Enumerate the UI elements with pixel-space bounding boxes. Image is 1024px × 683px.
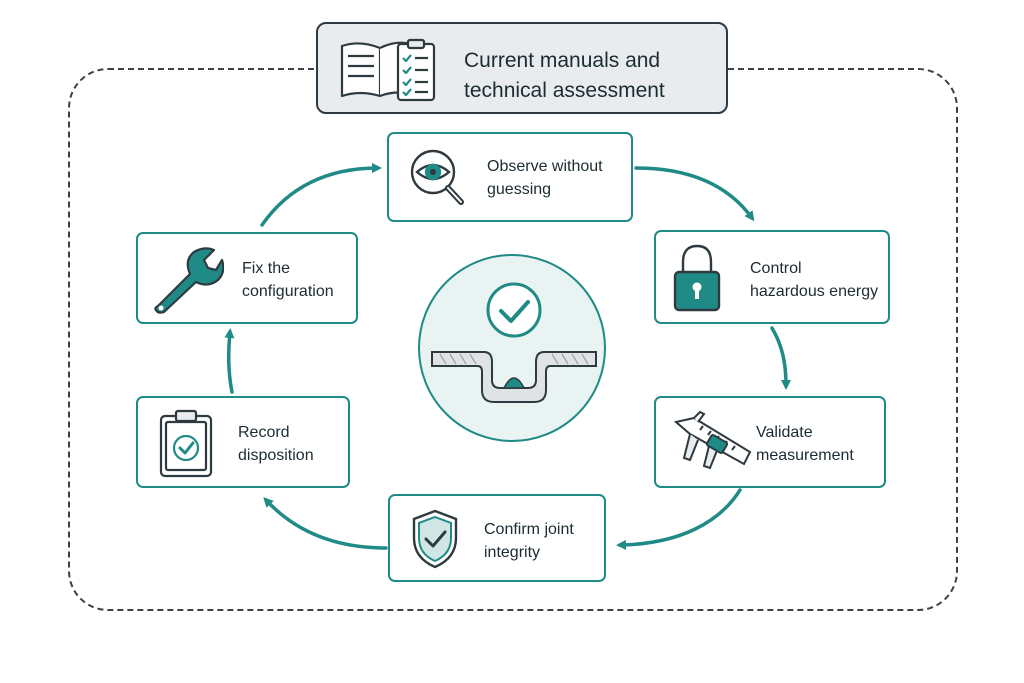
- manual-checklist-icon: [340, 38, 436, 102]
- header-title: Current manuals and technical assessment: [464, 46, 714, 106]
- step-fix: Fix the configuration: [136, 232, 358, 324]
- step-record: Record disposition: [136, 396, 350, 488]
- step-confirm-label: Confirm joint integrity: [484, 521, 574, 561]
- header-title-line1: Current manuals and: [464, 49, 661, 72]
- arrow-observe-to-control: [634, 166, 755, 222]
- center-circle: [418, 254, 606, 442]
- caliper-icon: [673, 410, 752, 470]
- wrench-icon: [154, 247, 224, 314]
- header-box: Current manuals and technical assessment: [316, 22, 728, 114]
- step-validate-label: Validate measurement: [756, 424, 854, 464]
- arrow-fix-to-observe: [260, 163, 382, 227]
- step-observe-label: Observe without guessing: [487, 158, 603, 198]
- arrow-control-to-validate: [770, 326, 791, 390]
- shield-check-icon: [412, 509, 458, 569]
- step-confirm: Confirm joint integrity: [388, 494, 606, 582]
- step-observe: Observe without guessing: [387, 132, 633, 222]
- check-joint-icon: [431, 282, 597, 403]
- step-control: Control hazardous energy: [654, 230, 890, 324]
- arrow-record-to-fix: [224, 328, 235, 394]
- header-title-line2: technical assessment: [464, 79, 665, 102]
- arrow-confirm-to-record: [263, 497, 388, 550]
- arrow-validate-to-confirm: [616, 488, 742, 550]
- step-fix-label: Fix the configuration: [242, 260, 334, 300]
- magnifier-eye-icon: [410, 149, 464, 205]
- clipboard-check-icon: [159, 409, 213, 478]
- padlock-icon: [673, 244, 721, 312]
- step-control-label: Control hazardous energy: [750, 260, 879, 300]
- step-record-label: Record disposition: [238, 424, 314, 464]
- step-validate: Validate measurement: [654, 396, 886, 488]
